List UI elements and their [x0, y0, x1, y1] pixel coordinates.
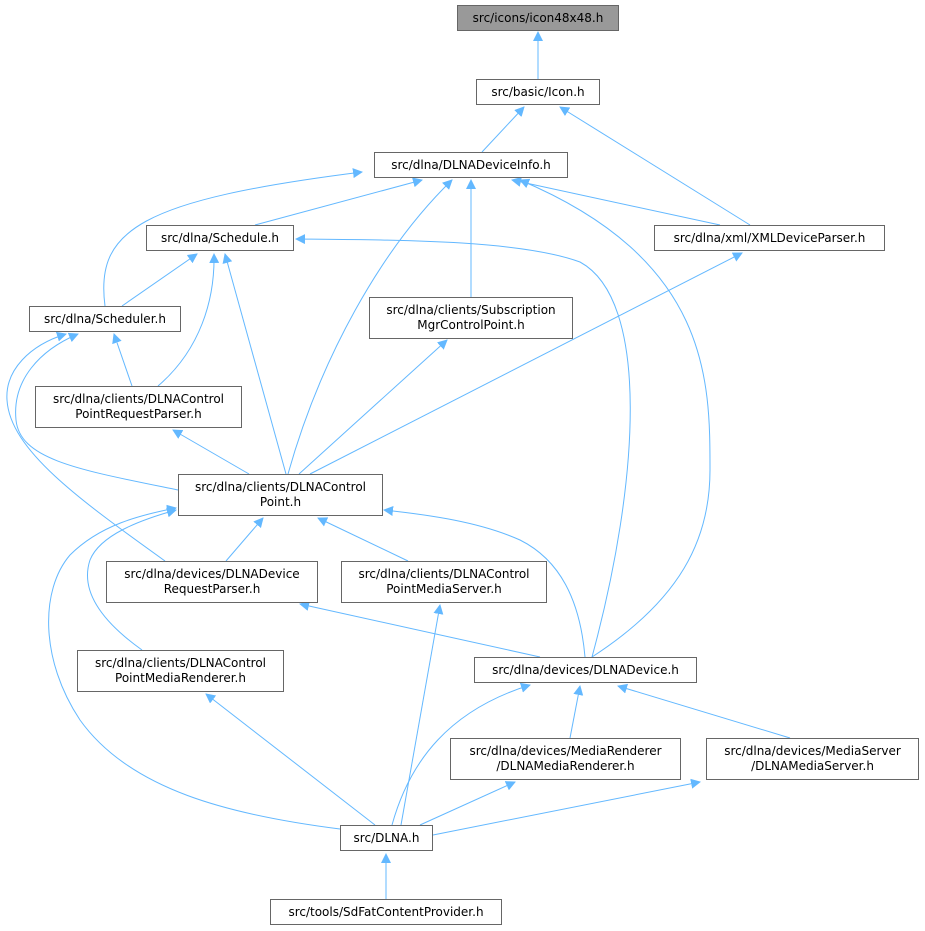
node-label: MgrControlPoint.h [417, 318, 525, 332]
node-label: src/dlna/clients/Subscription [386, 303, 556, 317]
edge-controlpoint-to-scheduler [15, 332, 179, 491]
node-label: src/tools/SdFatContentProvider.h [288, 904, 484, 919]
node-label: Point.h [259, 495, 302, 509]
node-label: src/dlna/devices/DLNADevice.h [492, 662, 679, 677]
edge-cpmediaserver-to-controlpoint [317, 517, 409, 562]
node-dlna-media-renderer[interactable]: src/dlna/devices/MediaRenderer/DLNAMedia… [450, 738, 681, 780]
edge-cpmediarenderer-to-controlpoint [86, 507, 177, 651]
node-dlna-device[interactable]: src/dlna/devices/DLNADevice.h [474, 657, 697, 683]
edge-mediaserver-to-device [617, 683, 791, 739]
node-label: src/dlna/clients/DLNAControl [194, 480, 367, 494]
node-label: src/dlna/Schedule.h [160, 230, 280, 245]
node-dlna-device-info[interactable]: src/dlna/DLNADeviceInfo.h [374, 152, 568, 178]
node-icon48x48[interactable]: src/icons/icon48x48.h [457, 5, 619, 31]
node-label: PointMediaRenderer.h [115, 671, 246, 685]
node-label: PointMediaServer.h [386, 582, 502, 596]
node-label: src/DLNA.h [353, 830, 420, 845]
edge-device-to-devreqparser [299, 601, 541, 658]
edge-controlpoint-to-xmlparser [309, 252, 743, 475]
node-label: src/icons/icon48x48.h [472, 10, 604, 25]
edge-scheduler-to-deviceinfo [103, 168, 363, 307]
node-label: RequestParser.h [163, 582, 261, 596]
edge-controlpoint-to-subscription [298, 339, 448, 475]
edge-device-to-schedule [295, 234, 631, 658]
node-sdfat-content-provider[interactable]: src/tools/SdFatContentProvider.h [270, 899, 502, 925]
edge-controlpoint-to-cpreqparser [172, 429, 250, 475]
node-label: src/dlna/devices/MediaRenderer [469, 744, 662, 758]
edge-controlpoint-to-deviceinfo [287, 179, 453, 475]
edge-device-to-controlpoint [383, 506, 586, 658]
edge-xmlparser-to-icon [559, 106, 751, 226]
edge-dlna-to-cpmediarenderer [205, 693, 376, 826]
node-label: src/dlna/xml/XMLDeviceParser.h [673, 230, 866, 245]
edge-devreqparser-to-controlpoint [225, 517, 264, 562]
edge-dlna-to-mediarenderer [419, 781, 516, 826]
edge-device-to-deviceinfo [519, 178, 711, 658]
node-label: src/dlna/devices/MediaServer [724, 744, 901, 758]
node-label: src/dlna/clients/DLNAControl [52, 392, 225, 406]
node-label: PointRequestParser.h [75, 407, 202, 421]
edge-dlna-to-device [391, 682, 531, 826]
node-dlna-h[interactable]: src/DLNA.h [340, 825, 433, 851]
node-scheduler[interactable]: src/dlna/Scheduler.h [29, 306, 181, 332]
node-schedule[interactable]: src/dlna/Schedule.h [146, 225, 294, 251]
edge-schedule-to-deviceinfo [254, 177, 423, 226]
node-dlna-media-server[interactable]: src/dlna/devices/MediaServer/DLNAMediaSe… [706, 738, 919, 780]
edge-scheduler-to-schedule [121, 253, 198, 307]
node-xml-device-parser[interactable]: src/dlna/xml/XMLDeviceParser.h [654, 225, 885, 251]
node-label: src/dlna/clients/DLNAControl [94, 656, 267, 670]
edge-cpreqparser-to-schedule [157, 253, 220, 387]
node-label: src/dlna/Scheduler.h [44, 311, 166, 326]
edge-devreqparser-to-scheduler [6, 331, 166, 562]
node-label: src/dlna/clients/DLNAControl [358, 567, 530, 581]
node-label: src/basic/Icon.h [491, 84, 585, 99]
node-label: /DLNAMediaServer.h [751, 759, 874, 773]
node-icon-h[interactable]: src/basic/Icon.h [476, 79, 600, 105]
node-label: src/dlna/DLNADeviceInfo.h [391, 157, 551, 172]
edge-dlna-to-controlpoint [48, 504, 341, 830]
edge-xmlparser-to-deviceinfo [511, 177, 721, 226]
edge-deviceinfo-to-icon [481, 106, 525, 153]
edge-dlna-to-mediaserver [432, 778, 701, 836]
node-label: /DLNAMediaRenderer.h [496, 759, 635, 773]
edge-mediarenderer-to-device [569, 685, 584, 739]
edge-controlpoint-to-schedule [222, 253, 287, 475]
edge-cpreqparser-to-scheduler [112, 333, 133, 387]
edge-dlna-to-cpmediaserver [400, 604, 444, 826]
node-label: src/dlna/devices/DLNADevice [124, 567, 300, 581]
